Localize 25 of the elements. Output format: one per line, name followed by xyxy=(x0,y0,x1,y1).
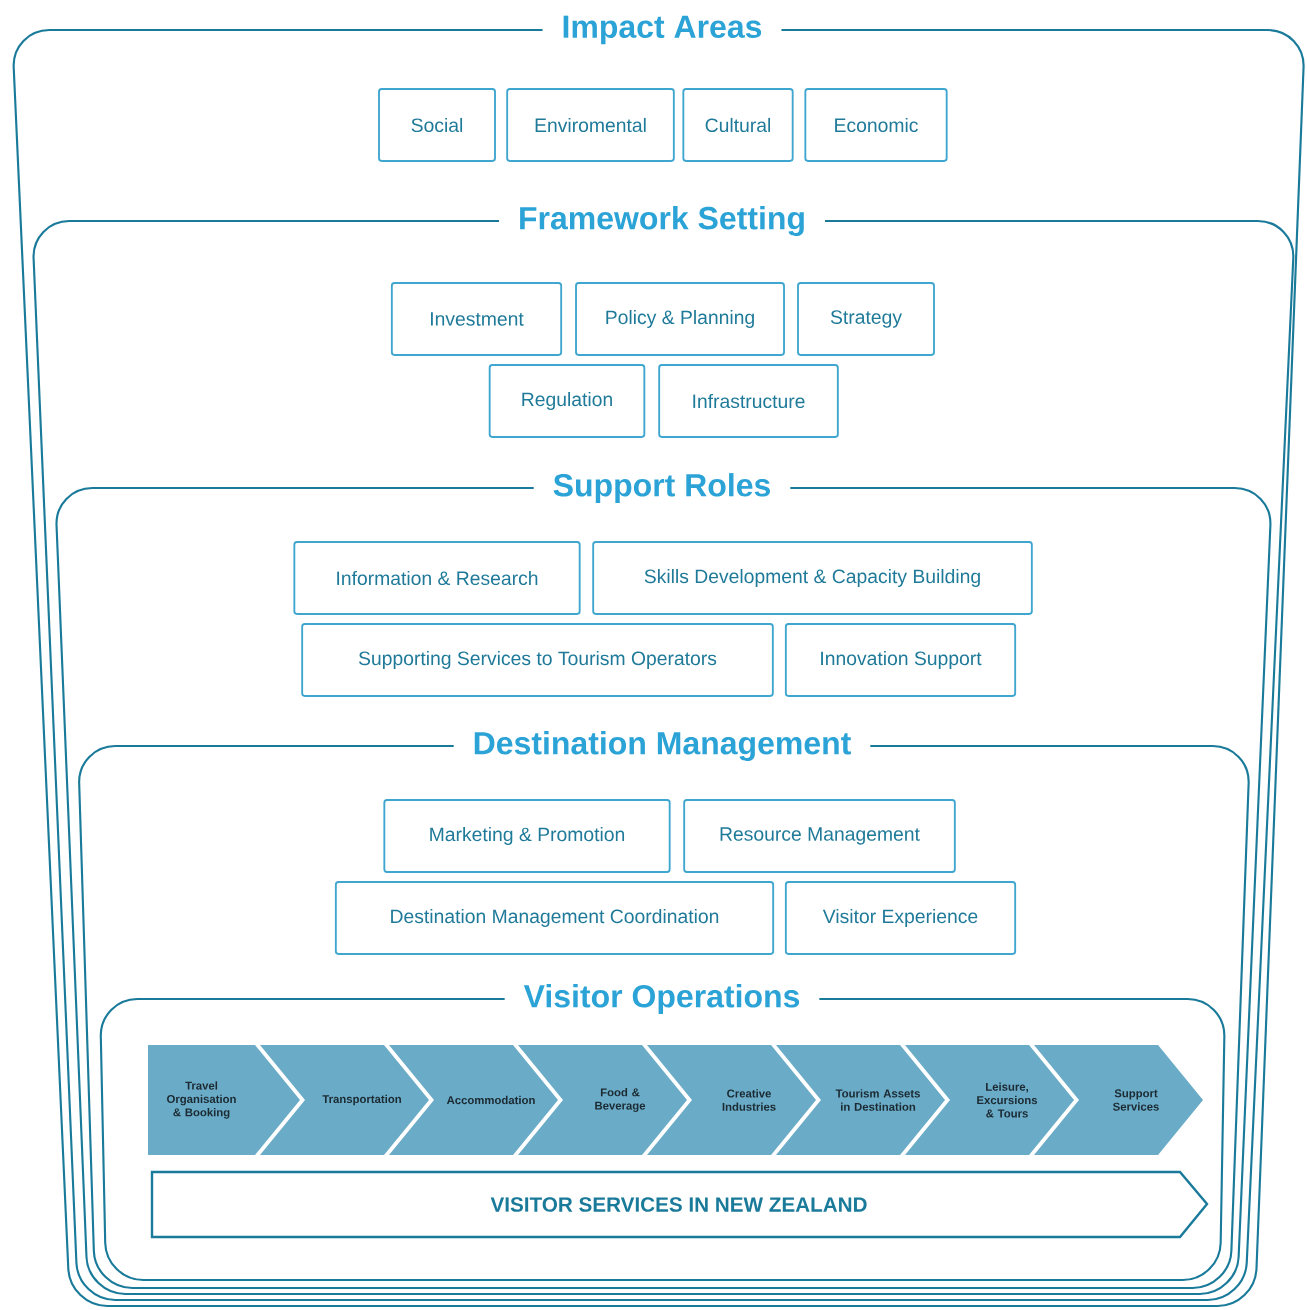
role-box: Policy & Planning xyxy=(575,282,785,356)
role-box: Visitor Experience xyxy=(784,881,1017,955)
node-label: Travel Organisation & Booking xyxy=(167,1081,236,1119)
role-box: Innovation Support xyxy=(784,623,1017,697)
role-box: Regulation xyxy=(488,364,646,438)
role-box: Investment xyxy=(390,282,563,356)
node-label: Creative Industries xyxy=(722,1089,776,1111)
chevron-step: Creative Industries xyxy=(647,1045,816,1155)
role-box: Social xyxy=(378,88,496,162)
role-box: Supporting Services to Tourism Operators xyxy=(301,623,774,697)
role-box: Skills Development & Capacity Building xyxy=(592,541,1033,615)
node-label: Support Services xyxy=(1113,1089,1159,1111)
chevron-step: Travel Organisation & Booking xyxy=(148,1045,300,1155)
role-box: Strategy xyxy=(797,282,935,356)
role-box: Resource Management xyxy=(683,799,956,873)
node-label: Food & Beverage xyxy=(595,1088,646,1112)
role-box: Marketing & Promotion xyxy=(383,799,671,873)
chevron-step: Tourism Assets in Destination xyxy=(776,1045,945,1155)
role-box: Information & Research xyxy=(293,541,581,615)
chevron-step: Transportation xyxy=(260,1045,429,1155)
role-box: Economic xyxy=(804,88,948,162)
role-box: Enviromental xyxy=(506,88,675,162)
role-box: Infrastructure xyxy=(658,364,839,438)
role-box: Cultural xyxy=(682,88,794,162)
role-box: Destination Management Coordination xyxy=(334,881,775,955)
